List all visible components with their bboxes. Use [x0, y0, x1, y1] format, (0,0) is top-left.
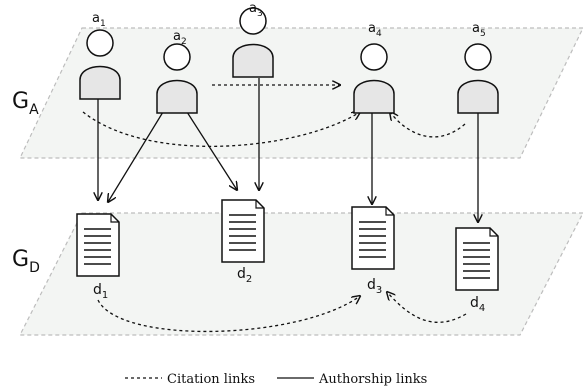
authorship-link-a2-d2 — [186, 111, 237, 190]
citation-link-a5-a4 — [390, 112, 466, 138]
author-label: a1 — [92, 11, 106, 29]
citation-link-a1-a4 — [82, 112, 360, 147]
author-node-a1: a1 — [79, 11, 121, 100]
document-graph-label: GD — [12, 247, 40, 276]
person-icon — [156, 43, 198, 114]
author-label: a2 — [173, 29, 187, 47]
author-label: a3 — [249, 1, 263, 19]
author-graph-plane — [19, 27, 583, 159]
author-node-a3: a3 — [232, 1, 274, 78]
author-node-a4: a4 — [353, 21, 395, 114]
authorship-link-a2-d1 — [108, 111, 164, 202]
citation-link-d4-d3 — [387, 292, 467, 323]
author-node-a5: a5 — [457, 21, 499, 114]
authorship-links — [98, 78, 478, 222]
document-icon — [76, 213, 120, 277]
document-node-d4: d4 — [455, 227, 499, 314]
document-label: d3 — [367, 277, 382, 296]
document-icon — [351, 206, 395, 270]
document-label: d2 — [237, 266, 252, 285]
document-node-d2: d2 — [221, 199, 265, 285]
author-label: a5 — [472, 21, 486, 39]
author-graph-label: GA — [12, 89, 39, 118]
legend-authorship-label: Authorship links — [318, 372, 427, 387]
person-icon — [353, 43, 395, 114]
document-label: d1 — [93, 282, 108, 301]
legend: Citation links Authorship links — [125, 372, 427, 387]
legend-citation-label: Citation links — [167, 372, 255, 387]
person-icon — [457, 43, 499, 114]
citation-links — [82, 85, 467, 333]
author-label: a4 — [368, 21, 382, 39]
document-graph-plane — [19, 212, 583, 336]
author-node-a2: a2 — [156, 29, 198, 114]
document-icon — [455, 227, 499, 291]
document-label: d4 — [470, 295, 485, 314]
document-icon — [221, 199, 265, 263]
person-icon — [232, 7, 274, 78]
document-node-d1: d1 — [76, 213, 120, 301]
document-node-d3: d3 — [351, 206, 395, 296]
person-icon — [79, 29, 121, 100]
